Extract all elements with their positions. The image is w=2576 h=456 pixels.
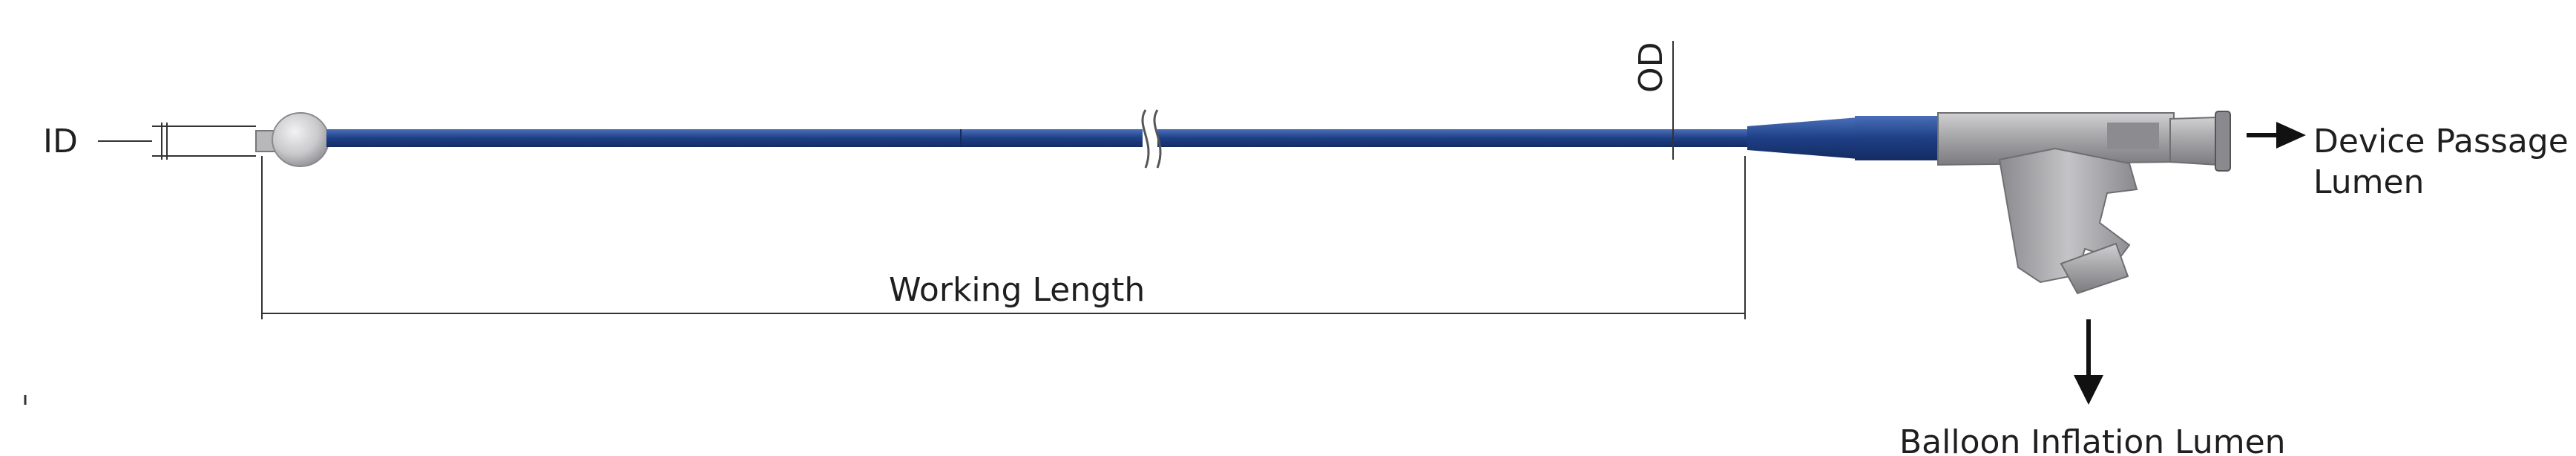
id-dimension-marker bbox=[152, 123, 256, 160]
hub-window bbox=[2107, 123, 2159, 149]
device-passage-label-line1: Device Passage bbox=[2313, 123, 2569, 160]
shaft-break-mark bbox=[1141, 109, 1162, 169]
device-passage-arrow bbox=[2247, 122, 2306, 149]
device-passage-label-line2: Lumen bbox=[2313, 163, 2424, 201]
id-label: ID bbox=[43, 123, 78, 160]
luer-fitting bbox=[2215, 111, 2231, 172]
working-length-label: Working Length bbox=[889, 271, 1145, 309]
hub-collar bbox=[1855, 116, 1940, 160]
proximal-connector bbox=[2169, 116, 2219, 166]
balloon bbox=[272, 112, 329, 167]
balloon-inflation-arrow bbox=[2074, 319, 2103, 405]
working-length-dimension bbox=[261, 156, 1746, 319]
od-label: OD bbox=[1632, 42, 1670, 93]
strain-relief bbox=[1747, 117, 1859, 159]
balloon-inflation-port bbox=[2060, 242, 2129, 295]
catheter-shaft bbox=[326, 129, 1747, 147]
balloon-inflation-label: Balloon Inflation Lumen bbox=[1899, 423, 2286, 456]
